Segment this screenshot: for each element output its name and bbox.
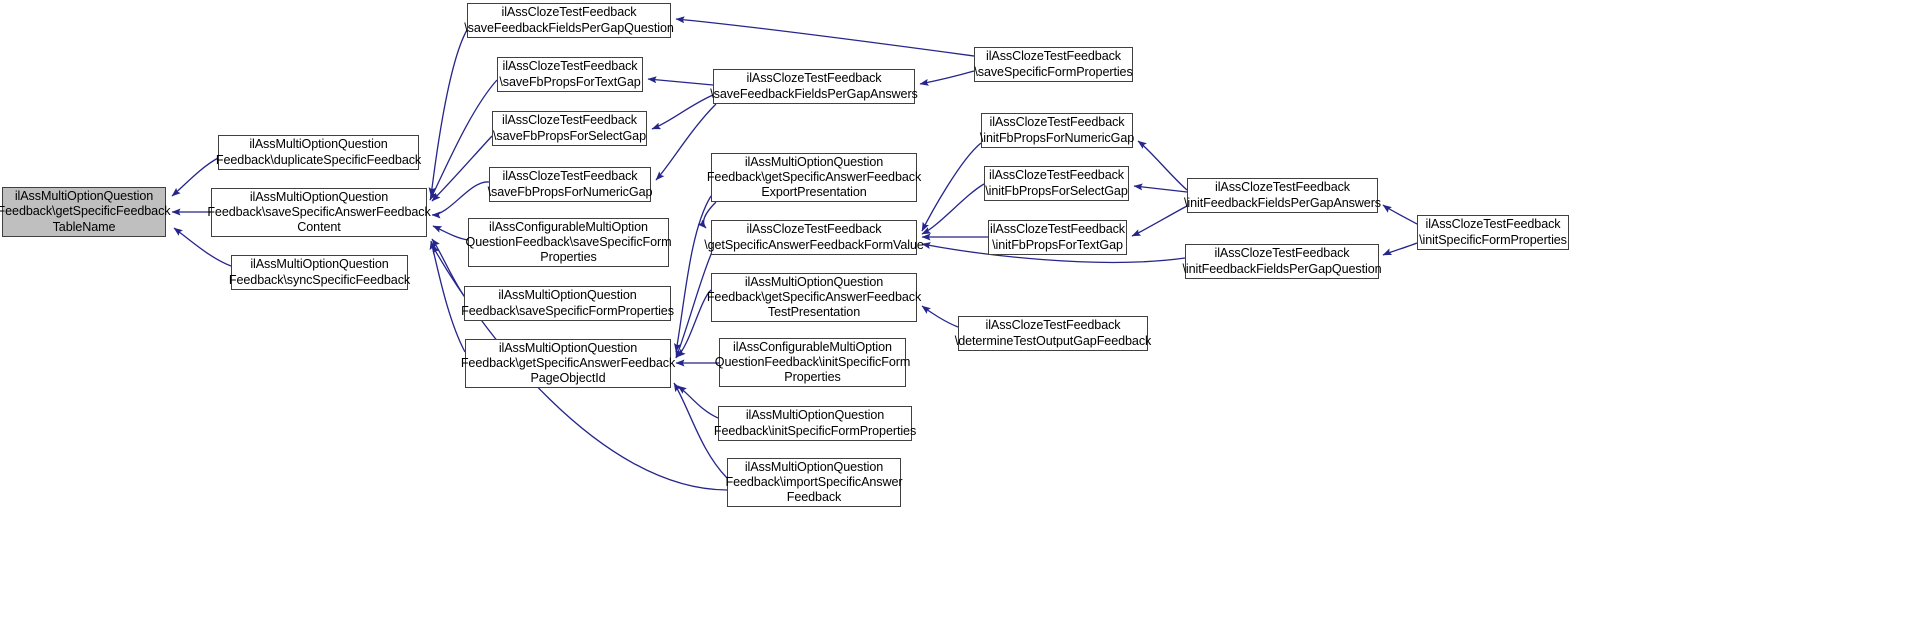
- graph-node-label: ilAssMultiOptionQuestion Feedback\saveSp…: [207, 189, 431, 235]
- graph-node-label: ilAssMultiOptionQuestion Feedback\getSpe…: [0, 189, 171, 234]
- graph-node-label: ilAssClozeTestFeedback \saveFeedbackFiel…: [464, 5, 674, 35]
- graph-node-label: ilAssClozeTestFeedback \initFbPropsForSe…: [985, 168, 1128, 198]
- graph-node[interactable]: ilAssClozeTestFeedback \saveSpecificForm…: [974, 47, 1133, 82]
- graph-node-label: ilAssMultiOptionQuestion Feedback\getSpe…: [460, 340, 676, 386]
- graph-node[interactable]: ilAssConfigurableMultiOption QuestionFee…: [715, 338, 910, 387]
- graph-edge: [675, 16, 975, 57]
- graph-node[interactable]: ilAssMultiOptionQuestion Feedback\import…: [726, 458, 903, 507]
- graph-node[interactable]: ilAssConfigurableMultiOption QuestionFee…: [466, 218, 672, 267]
- graph-node[interactable]: ilAssClozeTestFeedback \initFbPropsForTe…: [988, 220, 1127, 255]
- graph-edge: [1382, 242, 1418, 256]
- graph-edge: [651, 94, 714, 130]
- graph-edge: [431, 135, 493, 202]
- graph-node-label: ilAssMultiOptionQuestion Feedback\getSpe…: [706, 154, 922, 200]
- graph-edge: [1133, 183, 1188, 193]
- graph-node[interactable]: ilAssMultiOptionQuestion Feedback\syncSp…: [229, 255, 410, 290]
- graph-node[interactable]: ilAssMultiOptionQuestion Feedback\getSpe…: [707, 273, 921, 322]
- graph-edge: [428, 29, 468, 197]
- graph-node[interactable]: ilAssMultiOptionQuestion Feedback\saveSp…: [461, 286, 674, 321]
- graph-node-label: ilAssClozeTestFeedback \saveSpecificForm…: [974, 49, 1133, 79]
- graph-edge: [921, 183, 985, 235]
- graph-node[interactable]: ilAssClozeTestFeedback \saveFbPropsForSe…: [492, 111, 647, 146]
- graph-node-label: ilAssClozeTestFeedback \saveFbPropsForNu…: [487, 169, 653, 199]
- graph-node-current[interactable]: ilAssMultiOptionQuestion Feedback\getSpe…: [0, 187, 171, 237]
- graph-node[interactable]: ilAssClozeTestFeedback \initFeedbackFiel…: [1184, 178, 1381, 213]
- graph-node-label: ilAssClozeTestFeedback \saveFbPropsForTe…: [499, 59, 641, 89]
- graph-node[interactable]: ilAssClozeTestFeedback \initSpecificForm…: [1417, 215, 1569, 250]
- graph-node[interactable]: ilAssClozeTestFeedback \saveFeedbackFiel…: [464, 3, 674, 38]
- graph-node-label: ilAssClozeTestFeedback \determineTestOut…: [954, 318, 1152, 348]
- graph-node[interactable]: ilAssMultiOptionQuestion Feedback\getSpe…: [707, 153, 921, 202]
- graph-node[interactable]: ilAssMultiOptionQuestion Feedback\saveSp…: [207, 188, 431, 237]
- graph-node-label: ilAssClozeTestFeedback \initSpecificForm…: [1419, 217, 1567, 247]
- graph-edge: [921, 142, 982, 232]
- graph-node-label: ilAssMultiOptionQuestion Feedback\saveSp…: [461, 288, 674, 318]
- graph-node[interactable]: ilAssClozeTestFeedback \initFeedbackFiel…: [1183, 244, 1382, 279]
- graph-node-label: ilAssClozeTestFeedback \saveFbPropsForSe…: [493, 113, 646, 143]
- graph-node[interactable]: ilAssClozeTestFeedback \saveFbPropsForTe…: [497, 57, 643, 92]
- graph-node-label: ilAssMultiOptionQuestion Feedback\syncSp…: [228, 257, 411, 287]
- graph-node[interactable]: ilAssClozeTestFeedback \getSpecificAnswe…: [704, 220, 924, 255]
- graph-node-label: ilAssClozeTestFeedback \saveFeedbackFiel…: [710, 71, 918, 101]
- graph-node-label: ilAssMultiOptionQuestion Feedback\initSp…: [713, 408, 917, 438]
- graph-edge: [1131, 205, 1188, 237]
- graph-node-label: ilAssClozeTestFeedback \initFeedbackFiel…: [1182, 246, 1382, 276]
- graph-node-label: ilAssClozeTestFeedback \initFbPropsForNu…: [979, 115, 1135, 145]
- graph-node-label: ilAssMultiOptionQuestion Feedback\getSpe…: [706, 274, 922, 320]
- graph-node[interactable]: ilAssClozeTestFeedback \initFbPropsForNu…: [980, 113, 1134, 148]
- graph-node-label: ilAssMultiOptionQuestion Feedback\duplic…: [215, 137, 422, 167]
- graph-node-label: ilAssMultiOptionQuestion Feedback\import…: [725, 459, 903, 505]
- graph-edge: [1382, 204, 1418, 225]
- graph-node-label: ilAssClozeTestFeedback \initFeedbackFiel…: [1184, 180, 1381, 210]
- graph-node[interactable]: ilAssClozeTestFeedback \determineTestOut…: [955, 316, 1151, 351]
- graph-node-label: ilAssConfigurableMultiOption QuestionFee…: [714, 339, 911, 385]
- graph-edge: [431, 181, 490, 219]
- graph-node[interactable]: ilAssClozeTestFeedback \saveFeedbackFiel…: [710, 69, 918, 104]
- graph-node[interactable]: ilAssMultiOptionQuestion Feedback\getSpe…: [461, 339, 675, 388]
- graph-node-label: ilAssClozeTestFeedback \getSpecificAnswe…: [704, 222, 924, 252]
- graph-node[interactable]: ilAssMultiOptionQuestion Feedback\initSp…: [714, 406, 916, 441]
- graph-node[interactable]: ilAssClozeTestFeedback \saveFbPropsForNu…: [488, 167, 652, 202]
- graph-node-label: ilAssConfigurableMultiOption QuestionFee…: [465, 219, 672, 265]
- graph-node-label: ilAssClozeTestFeedback \initFbPropsForTe…: [990, 222, 1125, 252]
- graph-node[interactable]: ilAssMultiOptionQuestion Feedback\duplic…: [216, 135, 421, 170]
- graph-node[interactable]: ilAssClozeTestFeedback \initFbPropsForSe…: [984, 166, 1129, 201]
- graph-edge: [919, 70, 975, 86]
- graph-edge: [1137, 140, 1188, 191]
- graph-edge: [647, 76, 714, 86]
